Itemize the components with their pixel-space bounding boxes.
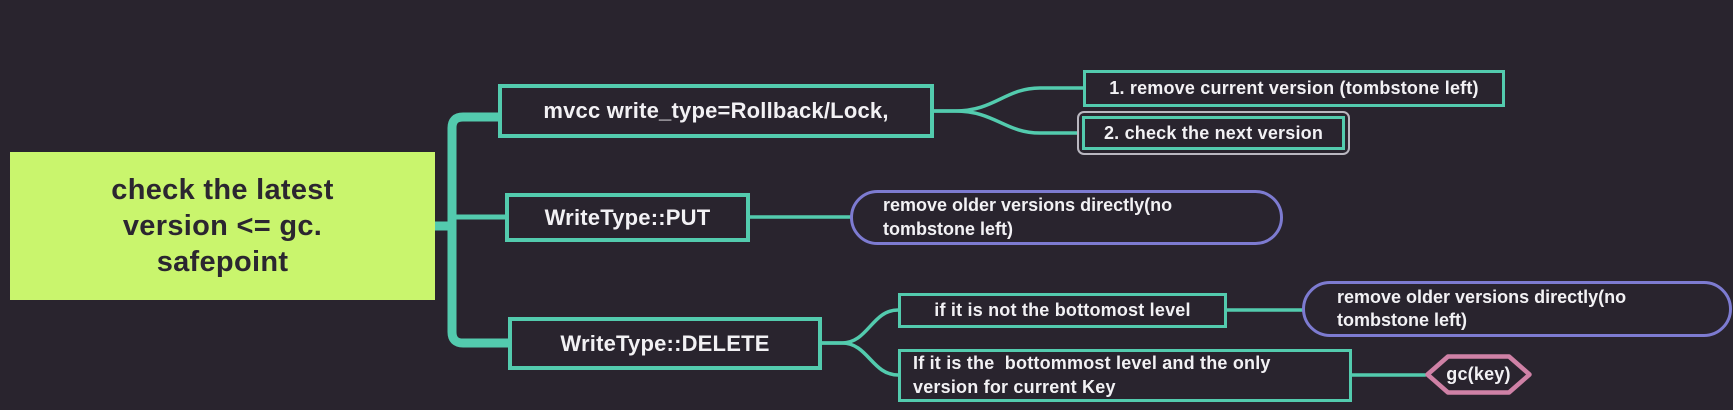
node-root-line2: version <= gc. [122,209,323,242]
gc-key-label: gc(key) [1446,364,1511,384]
node-mvcc-rollback-lock[interactable]: mvcc write_type=Rollback/Lock, [498,84,934,138]
node-not-bottommost-level[interactable]: if it is not the bottomost level [898,293,1227,328]
node-put-remove-older-versions[interactable]: remove older versions directly(no tombst… [850,190,1283,245]
node-root-line1: check the latest [111,173,334,206]
node-gc-key[interactable]: gc(key) [1425,354,1532,395]
node-writetype-delete[interactable]: WriteType::DELETE [508,317,822,370]
node-root[interactable]: check the latest version <= gc. safepoin… [10,152,435,300]
pill-line1: remove older versions directly(no [883,195,1173,216]
edge-mvcc-step1 [931,86,1085,113]
edge-mvcc-step2 [931,109,1079,135]
pill-line1: remove older versions directly(no [1337,286,1627,307]
node-check-next-version-selection-ring[interactable]: 2. check the next version [1077,111,1350,155]
pill-line2: tombstone left) [883,218,1013,239]
node-delete-remove-older-versions[interactable]: remove older versions directly(no tombst… [1302,281,1732,337]
edge-root-trunk [447,112,513,348]
node-bottommost-only-version[interactable]: If it is the bottommost level and the on… [898,349,1352,402]
leaf-line1: If it is the bottommost level and the on… [913,353,1271,374]
hexagon-shape [1425,354,1532,395]
node-remove-current-version[interactable]: 1. remove current version (tombstone lef… [1083,70,1505,107]
leaf-line2: version for current Key [913,376,1116,397]
edge-delete-notbottom [820,308,900,345]
node-check-next-version[interactable]: 2. check the next version [1082,116,1345,150]
pill-line2: tombstone left) [1337,310,1467,330]
node-root-line3: safepoint [156,246,289,279]
edge-delete-bottomonly [820,341,900,377]
node-writetype-put[interactable]: WriteType::PUT [505,193,750,242]
